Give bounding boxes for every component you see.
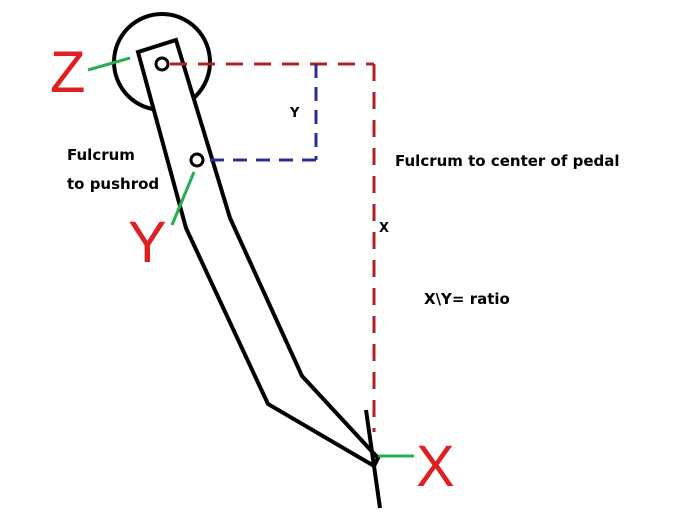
ratio-label: X\Y= ratio <box>424 290 510 308</box>
y-label: Y <box>128 210 167 275</box>
z-label: Z <box>50 40 85 105</box>
z-leader-line <box>87 56 131 72</box>
fulcrum-hole <box>154 56 170 72</box>
pedal-pad <box>364 409 382 509</box>
x-label: X <box>416 434 455 499</box>
y-dimension-line <box>204 64 318 162</box>
fulcrum-pushrod-label-line1: Fulcrum <box>67 146 135 164</box>
dim-y-label: Y <box>289 106 300 121</box>
fulcrum-pushrod-label-line2: to pushrod <box>67 175 159 193</box>
pedal-arm <box>135 37 381 469</box>
fulcrum-pedal-label: Fulcrum to center of pedal <box>395 152 620 170</box>
x-dimension-line <box>170 62 376 432</box>
dim-x-label: X <box>379 221 389 236</box>
pushrod-hole <box>189 152 205 168</box>
y-leader-line <box>170 171 196 226</box>
